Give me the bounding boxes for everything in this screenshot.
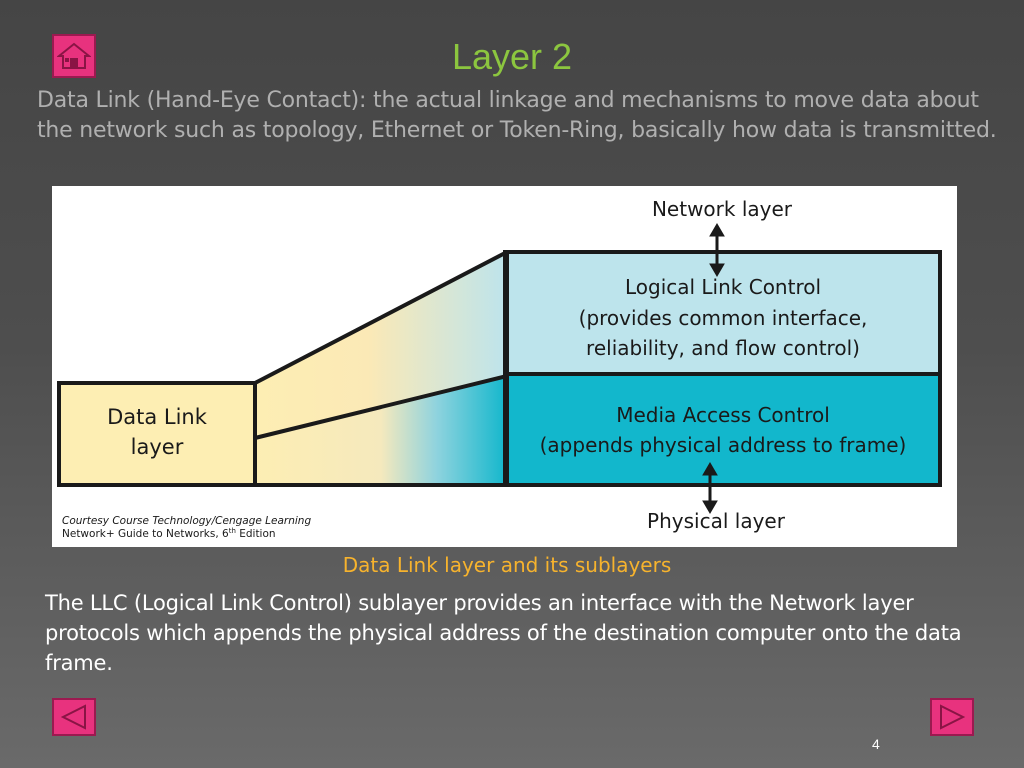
mac-label-1: Media Access Control	[616, 403, 830, 427]
llc-label-1: Logical Link Control	[625, 275, 821, 299]
home-icon	[57, 42, 91, 69]
slide-title: Layer 2	[451, 36, 573, 77]
physical-arrow	[702, 462, 718, 514]
home-button[interactable]	[52, 34, 96, 78]
physical-layer-label: Physical layer	[647, 509, 786, 533]
mac-box	[505, 372, 942, 487]
mac-label-2: (appends physical address to frame)	[540, 433, 907, 457]
arrow-left-icon	[60, 704, 86, 730]
arrow-right-icon	[940, 704, 966, 730]
network-layer-label: Network layer	[652, 197, 793, 221]
body-text: The LLC (Logical Link Control) sublayer …	[45, 591, 962, 675]
data-link-label-2: layer	[131, 435, 184, 459]
credit-line-2: Network+ Guide to Networks, 6th Edition	[62, 527, 276, 540]
next-slide-button[interactable]	[930, 698, 974, 736]
previous-slide-button[interactable]	[52, 698, 96, 736]
llc-label-2: (provides common interface,	[579, 306, 868, 330]
intro-text: Data Link (Hand-Eye Contact): the actual…	[37, 88, 997, 143]
data-link-diagram: Data Link layer Logical Link Control (pr…	[52, 186, 957, 547]
data-link-box	[57, 381, 257, 487]
diagram-caption: Data Link layer and its sublayers	[342, 553, 672, 577]
llc-label-3: reliability, and flow control)	[586, 336, 860, 360]
data-link-label-1: Data Link	[107, 405, 208, 429]
diagram-svg: Data Link layer Logical Link Control (pr…	[57, 197, 942, 540]
network-arrow	[709, 223, 725, 277]
page-number: 4	[872, 736, 880, 752]
funnel-bottom	[255, 376, 507, 485]
credit-line-1: Courtesy Course Technology/Cengage Learn…	[62, 515, 311, 527]
llc-box	[505, 250, 942, 376]
